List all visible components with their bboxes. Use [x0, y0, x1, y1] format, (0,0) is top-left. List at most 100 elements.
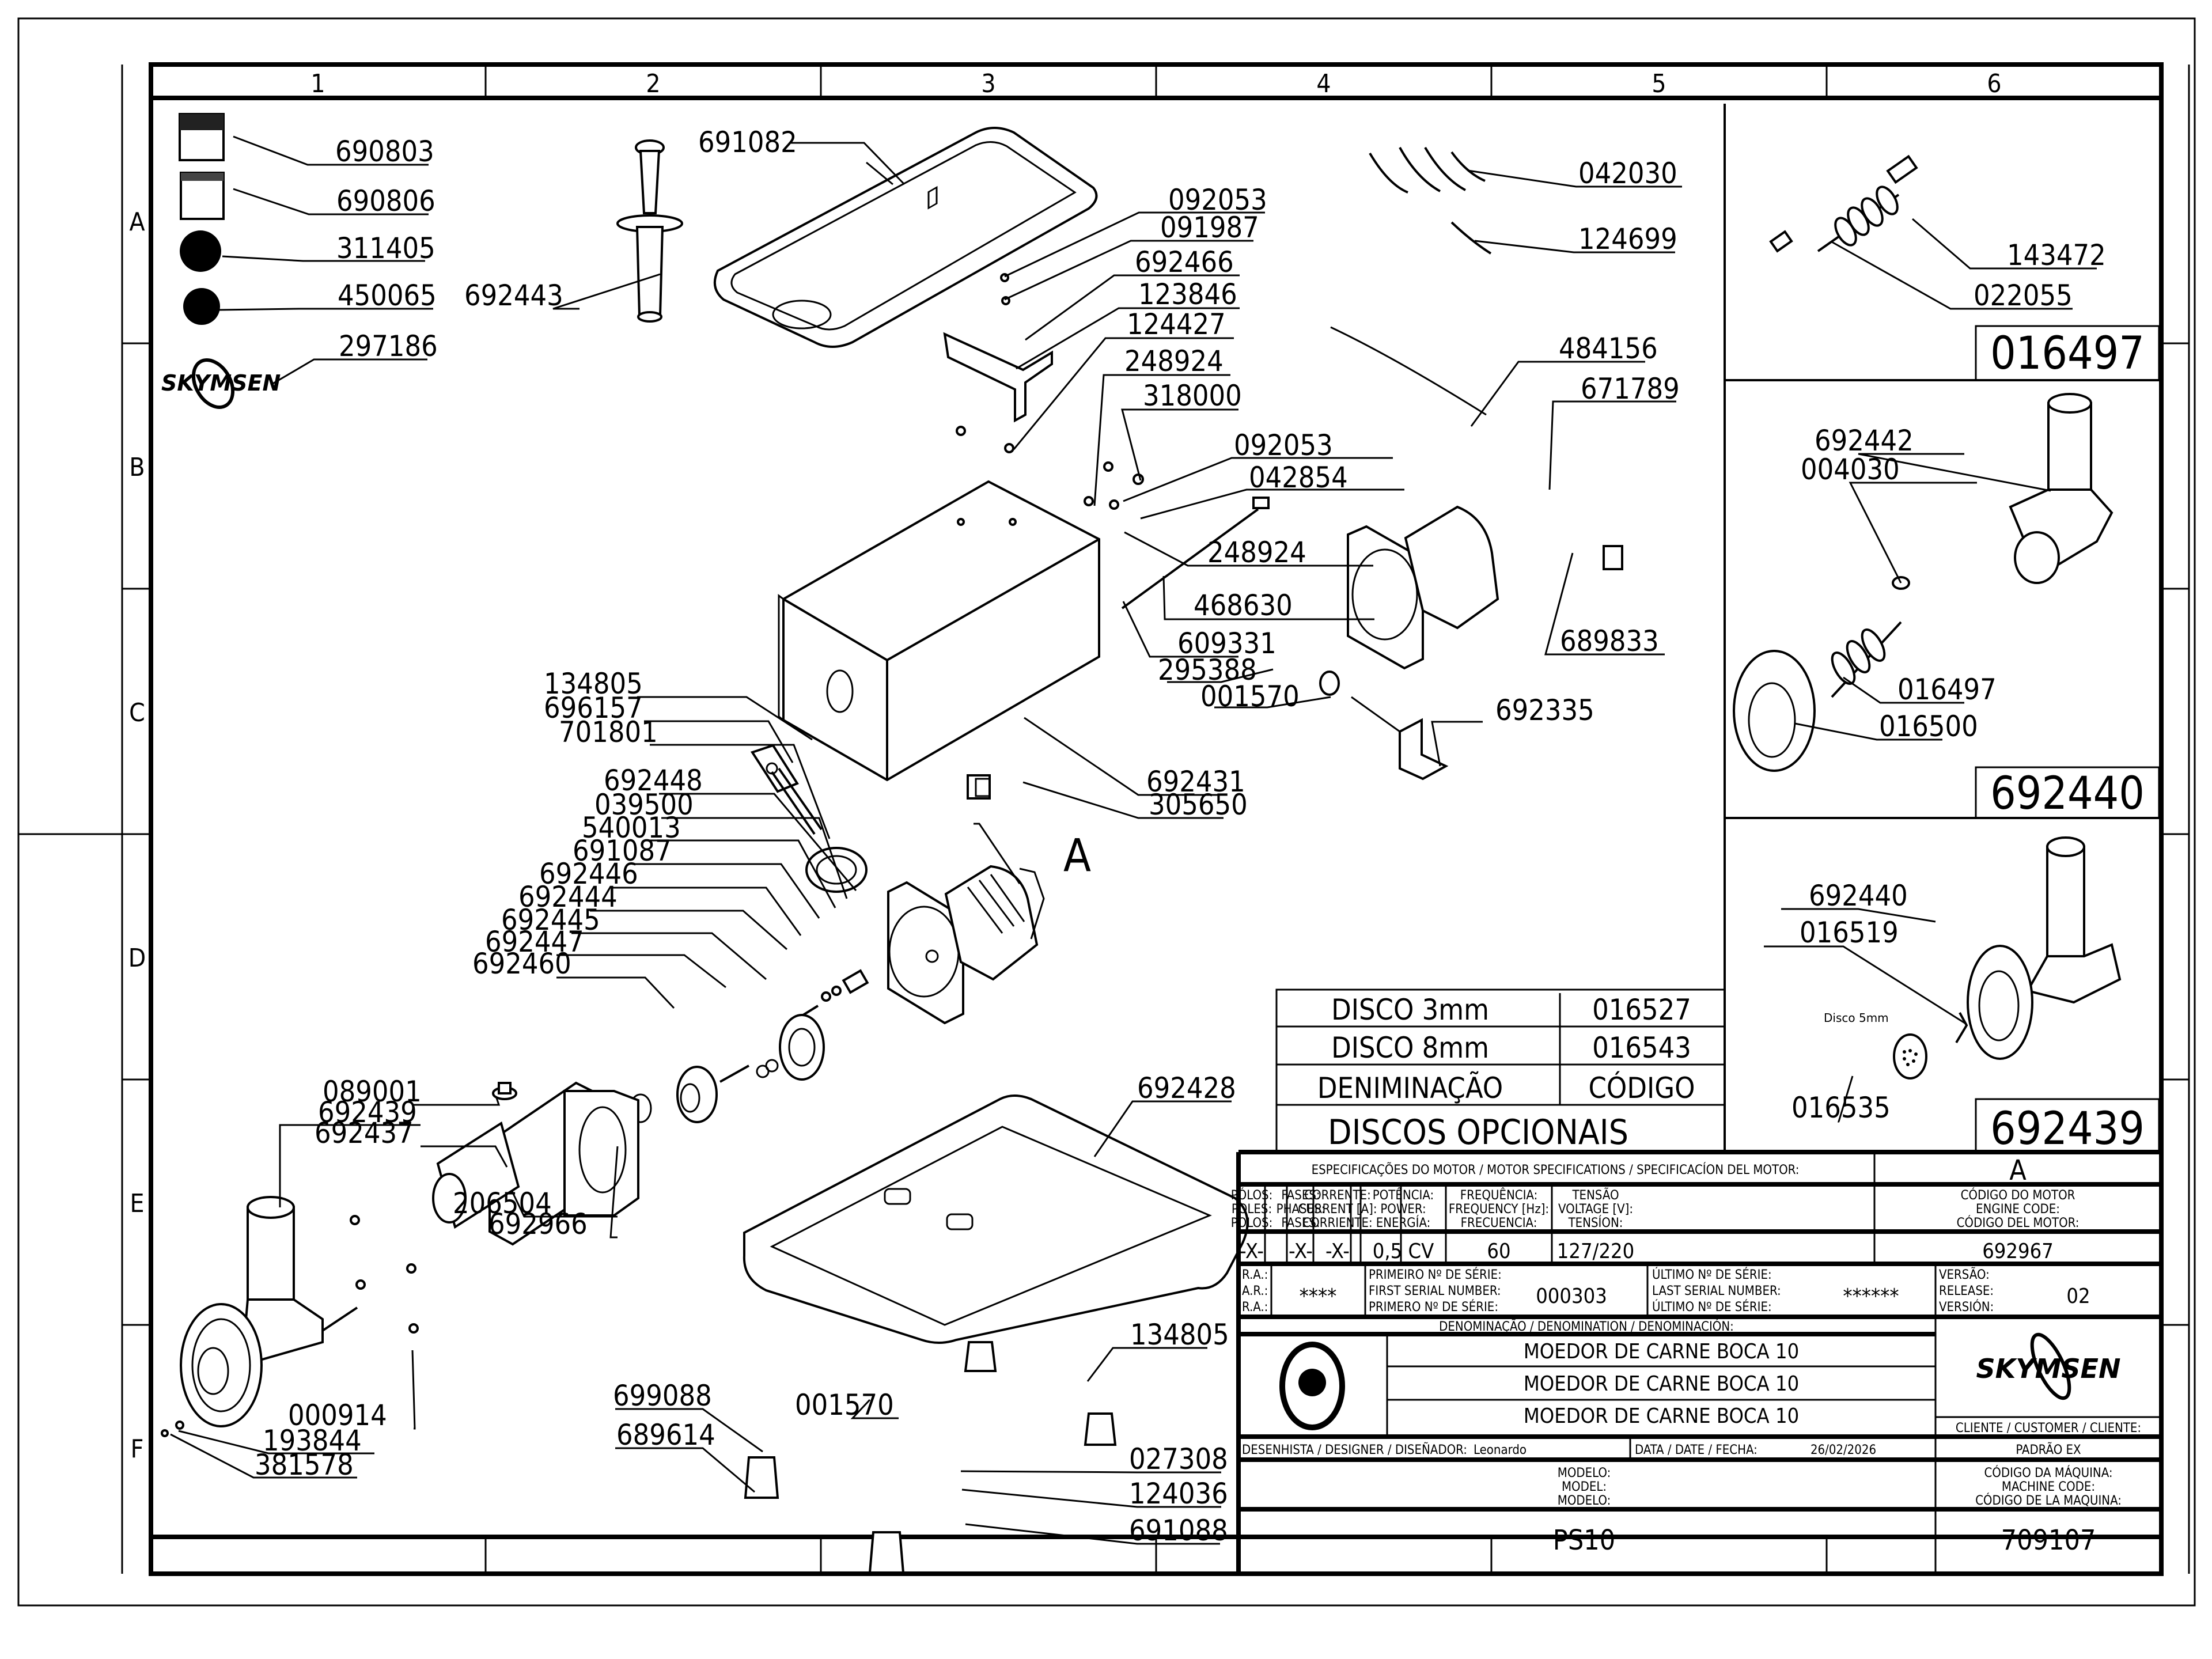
- motor-spec-label: FASES:: [1281, 1216, 1320, 1230]
- part-label: 468630: [1194, 589, 1293, 622]
- part-label: 692442: [1815, 424, 1914, 457]
- release-value: 02: [2066, 1285, 2090, 1308]
- detail-feed-screw: [1769, 154, 1918, 253]
- serial-info: R.A.: A.R.: R.A.: **** PRIMEIRO Nº DE SÉ…: [1242, 1267, 2090, 1315]
- part-label: 692428: [1137, 1071, 1236, 1105]
- ra-value: ****: [1300, 1285, 1337, 1308]
- first-serial-label: FIRST SERIAL NUMBER:: [1369, 1284, 1501, 1298]
- motor-spec-value: 692967: [1982, 1240, 2054, 1263]
- motor-spec-label: VOLTAGE [V]:: [1558, 1202, 1633, 1217]
- part-label: 305650: [1149, 788, 1248, 821]
- first-serial-value: 000303: [1536, 1285, 1607, 1308]
- part-label: 692445: [501, 903, 600, 937]
- lever-bracket: [750, 744, 823, 835]
- release-label: VERSIÓN:: [1939, 1300, 1994, 1315]
- motor-spec-value: -X-: [1240, 1240, 1264, 1263]
- date-value: 26/02/2026: [1810, 1443, 1876, 1457]
- feed-tray: [713, 127, 1098, 348]
- part-label: 692431: [1146, 765, 1245, 798]
- part-label: 699088: [613, 1379, 712, 1412]
- date-label: DATA / DATE / FECHA:: [1635, 1443, 1758, 1457]
- column-marker-1: 1: [310, 69, 325, 99]
- designer-value: Leonardo: [1474, 1443, 1527, 1457]
- column-marker-2: 2: [646, 69, 660, 99]
- designer-date-row: DESENHISTA / DESIGNER / DISEÑADOR: Leona…: [1242, 1442, 1876, 1457]
- part-label: 692460: [472, 947, 571, 980]
- customer-value: PADRÃO EX: [2016, 1442, 2081, 1457]
- customer-label: CLIENTE / CUSTOMER / CLIENTE:: [1956, 1421, 2141, 1435]
- disc-header-name: DENIMINAÇÃO: [1317, 1071, 1503, 1105]
- disc-row-name: DISCO 3mm: [1331, 993, 1489, 1027]
- part-label: 092053: [1234, 429, 1333, 462]
- motor-spec-label: ENGINE CODE:: [1976, 1202, 2060, 1217]
- grinder-head: [180, 1196, 358, 1427]
- warning-sticker: [179, 113, 225, 161]
- part-label: 318000: [1143, 379, 1242, 412]
- part-label: 089001: [323, 1075, 422, 1108]
- disc-row-name: DISCO 8mm: [1331, 1031, 1489, 1065]
- motor-spec-label: CÓDIGO DEL MOTOR:: [1957, 1215, 2080, 1230]
- motor-spec-value: 60: [1487, 1240, 1510, 1263]
- motor-spec-label: PÓLOS:: [1231, 1188, 1273, 1203]
- part-label: 000914: [288, 1399, 387, 1432]
- motor-spec-label: FREQUENCY [Hz]:: [1449, 1202, 1549, 1217]
- part-label: 016497: [1897, 673, 1997, 706]
- machine-code-label: CÓDIGO DA MÁQUINA:: [1984, 1465, 2112, 1480]
- part-label: 124699: [1578, 222, 1677, 256]
- model-label: MODELO:: [1558, 1494, 1611, 1508]
- disc-row-code: 016543: [1592, 1031, 1691, 1065]
- model-label: MODEL:: [1562, 1480, 1607, 1494]
- part-label: 689614: [616, 1418, 715, 1452]
- disc-row-code: 016527: [1592, 993, 1691, 1027]
- motor-spec-label: CURRENT [A]:: [1298, 1202, 1377, 1217]
- part-label: 193844: [263, 1424, 362, 1457]
- rubber-feet: [744, 1341, 1117, 1574]
- part-label: 692446: [539, 857, 638, 891]
- part-label: 042030: [1578, 157, 1677, 190]
- ra-label: R.A.:: [1242, 1300, 1268, 1315]
- part-label: 696157: [544, 691, 643, 725]
- denomination-pt: MOEDOR DE CARNE BOCA 10: [1524, 1340, 1799, 1363]
- motor-spec-label: ENERGÍA:: [1376, 1215, 1431, 1230]
- column-marker-5: 5: [1652, 69, 1666, 99]
- part-label: 134805: [1130, 1318, 1229, 1351]
- top-bracket: [943, 332, 1053, 423]
- machine-code-value: 709107: [2001, 1524, 2096, 1556]
- part-label: 692448: [604, 764, 703, 797]
- motor-spec-label: CÓDIGO DO MOTOR: [1961, 1188, 2075, 1203]
- part-label: 001570: [795, 1388, 894, 1422]
- part-label: 692335: [1495, 694, 1594, 727]
- motor-spec-label: PHASES:: [1277, 1202, 1325, 1217]
- part-label: 311405: [336, 232, 435, 265]
- upper-motor: [1347, 505, 1499, 670]
- motor-spec-label: POWER:: [1380, 1202, 1426, 1217]
- screw-fasteners: [956, 273, 1144, 510]
- motor-ref: A: [2009, 1154, 2027, 1187]
- designer-label: DESENHISTA / DESIGNER / DISEÑADOR:: [1242, 1442, 1467, 1457]
- drive-gears: [629, 969, 869, 1123]
- motor-spec-label: FREQUÊNCIA:: [1460, 1188, 1538, 1203]
- motor-spec-label: TENSÍON:: [1568, 1215, 1623, 1230]
- part-label: 027308: [1129, 1442, 1228, 1476]
- part-label: 690806: [336, 184, 435, 218]
- motor-spec-label: FASES:: [1281, 1188, 1320, 1203]
- part-label: 691082: [698, 126, 797, 159]
- part-label: 691087: [573, 834, 672, 868]
- motor-assembly-a: [887, 865, 1045, 1025]
- detail-code-016497: 016497: [1990, 328, 2145, 380]
- release-label: VERSÃO:: [1939, 1267, 1990, 1282]
- ra-label: A.R.:: [1242, 1284, 1268, 1298]
- disc-size-note: Disco 5mm: [1824, 1011, 1889, 1025]
- part-label: 206504: [453, 1187, 552, 1220]
- part-label: 450065: [338, 279, 437, 312]
- part-label: 134805: [544, 667, 643, 700]
- motor-spec-label: POTÊNCIA:: [1373, 1188, 1434, 1203]
- part-label: 248924: [1207, 536, 1306, 569]
- part-label: 691088: [1129, 1514, 1228, 1547]
- motor-spec-label: TENSÃO: [1571, 1187, 1619, 1203]
- row-markers: A B C D E F: [128, 207, 146, 1464]
- part-label: 004030: [1801, 453, 1900, 486]
- part-label: 039500: [594, 788, 694, 821]
- part-label: 092053: [1168, 183, 1267, 217]
- part-label: 022055: [1974, 279, 2073, 312]
